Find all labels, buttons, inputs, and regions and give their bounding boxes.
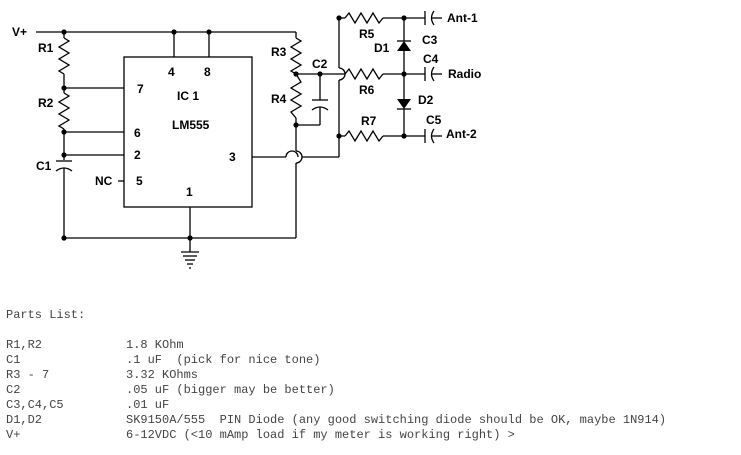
capacitor-c2	[296, 74, 329, 126]
part-ref: R1,R2	[6, 338, 43, 352]
r5-label: R5	[359, 27, 375, 41]
junction-dot	[61, 152, 67, 158]
resistor-r1	[57, 32, 71, 88]
capacitor-c5	[424, 128, 442, 144]
parts-list-row: R3 - 7 3.32 KOhms	[6, 368, 666, 383]
capacitor-c4	[424, 66, 442, 82]
resistor-r7	[339, 129, 425, 143]
pin5-label: 5	[136, 174, 143, 188]
part-ref: C2	[6, 383, 21, 397]
r2-label: R2	[38, 96, 54, 110]
pin7-label: 7	[137, 82, 144, 96]
parts-list-title: Parts List:	[6, 308, 86, 322]
nc-label: NC	[95, 174, 113, 188]
ground-icon	[187, 235, 193, 241]
parts-list-row: D1,D2 SK9150A/555 PIN Diode (any good sw…	[6, 413, 666, 428]
ground-bus	[64, 237, 296, 269]
pin4-label: 4	[168, 65, 175, 79]
r4-label: R4	[271, 92, 287, 106]
r6-label: R6	[359, 83, 375, 97]
part-value: 3.32 KOhms	[126, 368, 199, 382]
junction-dot	[206, 29, 212, 35]
pin3-label: 3	[229, 150, 236, 164]
resistor-r4	[289, 73, 303, 238]
r7-label: R7	[361, 114, 377, 128]
circuit-schematic: V+ R1 R2 C1 4 8 7 IC 1 LM555 6 2	[12, 10, 481, 269]
diode-d2	[397, 74, 411, 136]
c2-label: C2	[312, 57, 328, 71]
ic-name-label: IC 1	[177, 89, 199, 103]
c4-label: C4	[423, 52, 439, 66]
parts-list-row: V+ 6-12VDC (<10 mAmp load if my meter is…	[6, 428, 666, 443]
part-ref: D1,D2	[6, 413, 43, 427]
pin8-label: 8	[204, 65, 211, 79]
diode-d1	[397, 18, 411, 74]
part-ref: C1	[6, 353, 21, 367]
pin6-label: 6	[134, 126, 141, 140]
ic-part-label: LM555	[172, 118, 210, 132]
ant2-label: Ant-2	[446, 127, 477, 141]
capacitor-c3	[424, 10, 442, 26]
part-ref: V+	[6, 428, 21, 442]
part-value: .05 uF (bigger may be better)	[126, 383, 335, 397]
part-value: .01 uF	[126, 398, 170, 412]
radio-label: Radio	[448, 67, 481, 81]
r3-label: R3	[271, 45, 287, 59]
c3-label: C3	[422, 33, 438, 47]
vplus-label: V+	[12, 25, 27, 39]
junction-dot	[171, 29, 177, 35]
part-ref: C3,C4,C5	[6, 398, 64, 412]
part-value: 6-12VDC (<10 mAmp load if my meter is wo…	[126, 428, 515, 442]
d1-label: D1	[374, 41, 390, 55]
part-value: SK9150A/555 PIN Diode (any good switchin…	[126, 413, 667, 427]
r1-label: R1	[38, 41, 54, 55]
wire-crossover	[285, 150, 299, 158]
pin2-label: 2	[134, 148, 141, 162]
ic-lm555	[123, 32, 286, 238]
resistor-r3	[289, 32, 303, 75]
parts-list: Parts List: R1,R2 1.8 KOhm C1 .1 uF (pic…	[6, 308, 666, 443]
d2-label: D2	[418, 93, 434, 107]
pin1-label: 1	[186, 185, 193, 199]
capacitor-c1	[55, 160, 73, 238]
junction-dot	[61, 85, 67, 91]
c5-label: C5	[426, 113, 442, 127]
parts-list-row: C3,C4,C5 .01 uF	[6, 398, 666, 413]
junction-dot	[61, 129, 67, 135]
parts-list-row: C2 .05 uF (bigger may be better)	[6, 383, 666, 398]
resistor-r5	[339, 11, 425, 25]
parts-list-row: C1 .1 uF (pick for nice tone)	[6, 353, 666, 368]
resistor-r6	[339, 67, 425, 81]
part-ref: R3 - 7	[6, 368, 50, 382]
c1-label: C1	[36, 159, 52, 173]
resistor-r2	[57, 88, 71, 160]
parts-list-row: R1,R2 1.8 KOhm	[6, 338, 666, 353]
part-value: 1.8 KOhm	[126, 338, 184, 352]
part-value: .1 uF (pick for nice tone)	[126, 353, 321, 367]
output-bus	[302, 18, 346, 158]
ant1-label: Ant-1	[447, 11, 478, 25]
junction-dot	[61, 29, 67, 35]
